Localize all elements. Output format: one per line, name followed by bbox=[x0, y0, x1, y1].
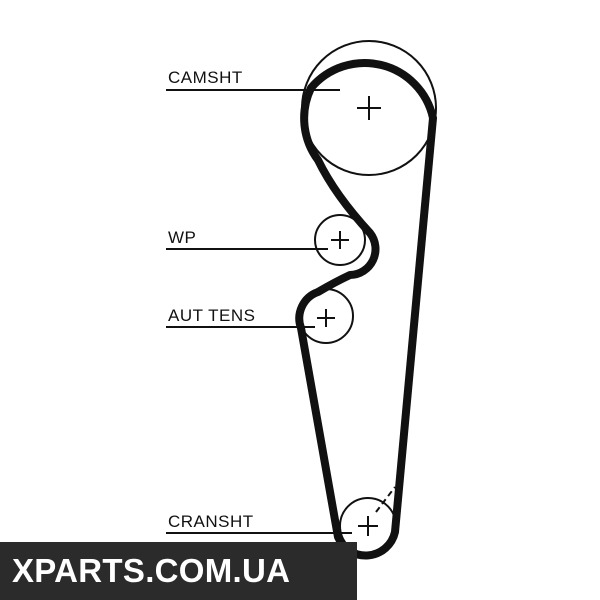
auto-tensioner-label: AUT TENS bbox=[168, 306, 255, 325]
water-pump-pulley bbox=[314, 214, 366, 266]
timing-belt bbox=[295, 58, 437, 560]
camshaft-label: CAMSHT bbox=[168, 68, 243, 87]
crankshaft-timing-mark bbox=[375, 486, 396, 513]
water-pump-label: WP bbox=[168, 228, 196, 247]
site-watermark: XPARTS.COM.UA bbox=[0, 542, 357, 600]
crankshaft-label: CRANSHT bbox=[168, 512, 254, 531]
leader-lines bbox=[166, 89, 352, 534]
